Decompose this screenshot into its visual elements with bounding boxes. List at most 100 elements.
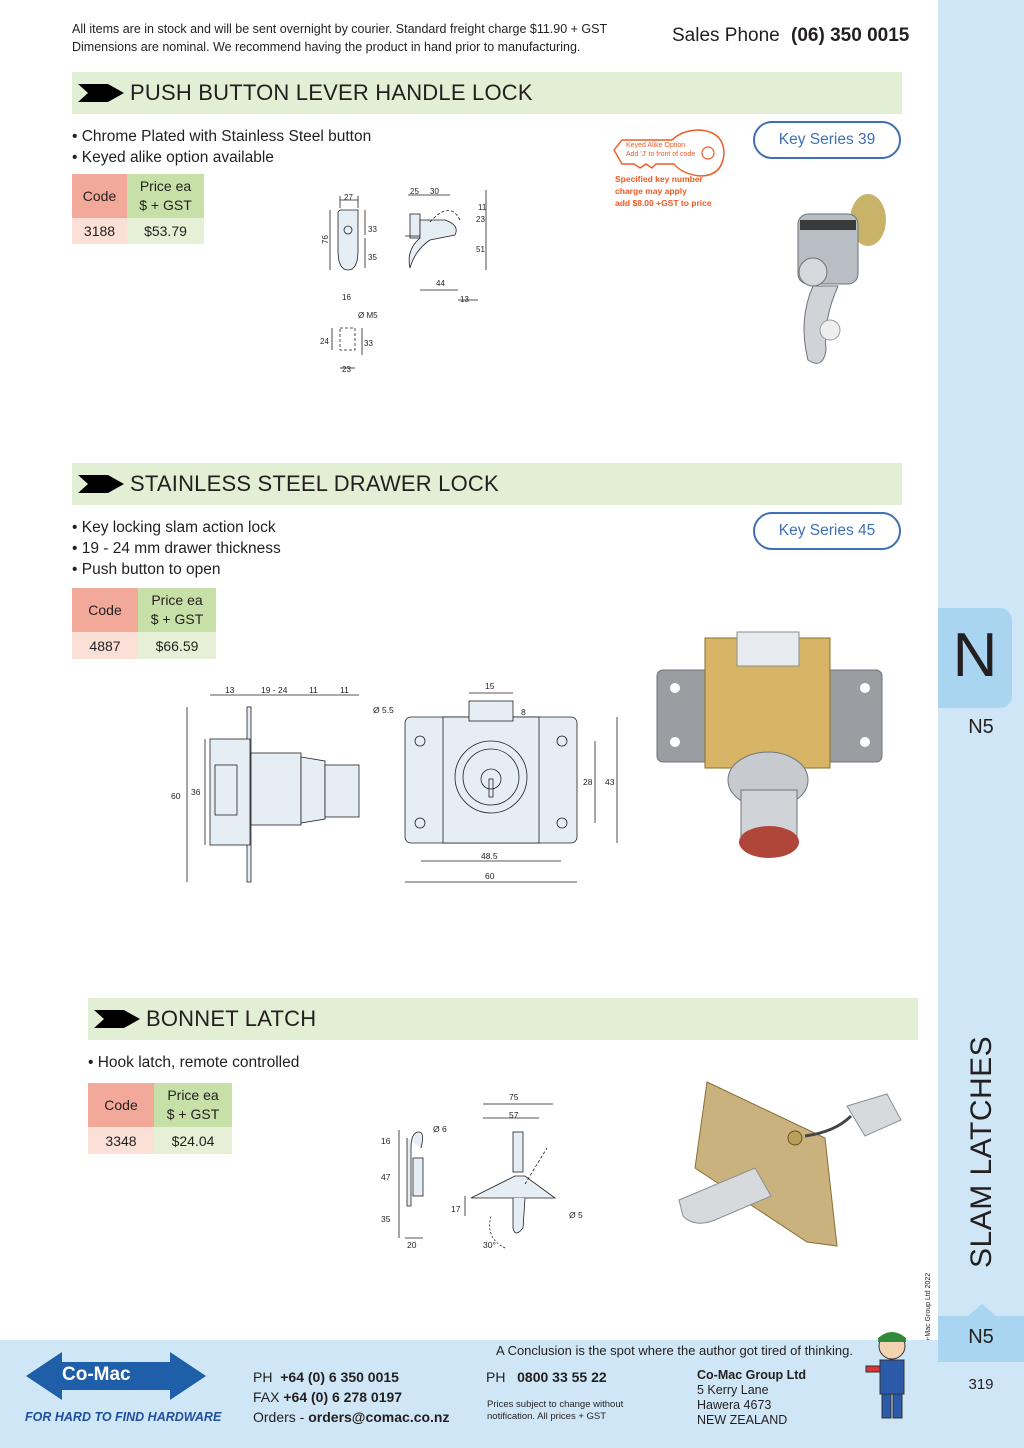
feature-list: • Key locking slam action lock • 19 - 24… <box>72 517 281 580</box>
feature-list: • Hook latch, remote controlled <box>88 1052 299 1073</box>
product-code[interactable]: 3188 <box>72 218 127 244</box>
drawer-lock-photo <box>656 631 883 858</box>
prices-note: Prices subject to change without notific… <box>487 1399 624 1422</box>
section-title: PUSH BUTTON LEVER HANDLE LOCK <box>130 80 533 105</box>
dim-label: 35 <box>381 1214 391 1224</box>
price-header: Price ea$ + GST <box>154 1083 232 1127</box>
dim-label: Ø 5.5 <box>373 705 394 715</box>
dim-label: 30° <box>483 1240 496 1250</box>
product-price: $66.59 <box>138 632 216 659</box>
dim-label: 48.5 <box>481 851 498 861</box>
side-strip <box>938 0 1024 1448</box>
dim-label: 30 <box>430 187 439 196</box>
bottom-tab-code: N5 <box>968 1326 994 1348</box>
feature-item: • Keyed alike option available <box>72 149 274 166</box>
dim-label: 60 <box>485 871 495 881</box>
arrow-icon <box>78 84 124 102</box>
dim-label: 35 <box>368 253 377 262</box>
bottom-tab <box>938 1316 1024 1362</box>
orders-email[interactable]: orders@comac.co.nz <box>308 1409 450 1425</box>
dim-label: 75 <box>509 1092 519 1102</box>
company-name: Co-Mac Group Ltd <box>697 1368 807 1382</box>
contact-column: PH +64 (0) 6 350 0015 FAX +64 (0) 6 278 … <box>253 1367 450 1427</box>
notice-line-1: All items are in stock and will be sent … <box>72 22 608 36</box>
dim-label: 43 <box>605 777 615 787</box>
dim-label: 60 <box>171 791 181 801</box>
feature-item: • Push button to open <box>72 561 221 578</box>
dim-label: Ø M5 <box>358 311 378 320</box>
dim-label: 13 <box>225 685 235 695</box>
dim-label: 11 <box>309 685 318 695</box>
drawer-lock-drawing: 13 19 - 24 11 11 60 36 15 Ø 5.5 8 28 43 … <box>171 681 618 883</box>
section-tab-code: N5 <box>968 716 994 738</box>
dim-label: 16 <box>381 1136 391 1146</box>
logo-tagline: FOR HARD TO FIND HARDWARE <box>25 1410 222 1424</box>
product-price: $53.79 <box>127 218 204 244</box>
dim-label: 15 <box>485 681 495 691</box>
logo-text: Co-Mac <box>62 1364 131 1385</box>
sales-phone-label: Sales Phone <box>672 25 780 46</box>
dim-label: 11 <box>478 203 487 212</box>
footer-band <box>0 1340 938 1448</box>
section-title: STAINLESS STEEL DRAWER LOCK <box>130 471 499 496</box>
keyed-alike-key-text: Keyed Alike Option Add 'J' to front of c… <box>626 142 696 158</box>
company-address: Co-Mac Group Ltd 5 Kerry Lane Hawera 467… <box>697 1368 807 1427</box>
dim-label: 28 <box>583 777 593 787</box>
dim-label: 47 <box>381 1172 391 1182</box>
mascot-icon <box>865 1332 906 1419</box>
phone-number[interactable]: +64 (0) 6 350 0015 <box>280 1369 399 1385</box>
dim-label: 33 <box>368 225 377 234</box>
phone-label: PH <box>253 1369 273 1385</box>
dim-label: 44 <box>436 279 445 288</box>
dim-label: 36 <box>191 787 201 797</box>
key-icon <box>613 129 725 177</box>
sales-phone[interactable]: Sales Phone (06) 350 0015 <box>672 25 909 47</box>
dim-label: 8 <box>521 707 526 717</box>
dim-label: 33 <box>364 339 373 348</box>
category-label: SLAM LATCHES <box>965 1035 998 1268</box>
keyed-alike-note: Specified key number charge may apply ad… <box>615 174 712 208</box>
dim-label: 13 <box>460 295 469 304</box>
dim-label: 24 <box>320 337 329 346</box>
freephone-number[interactable]: 0800 33 55 22 <box>517 1369 607 1385</box>
dim-label: Ø 5 <box>569 1210 583 1220</box>
code-header: Code <box>88 1083 154 1127</box>
feature-item: • Chrome Plated with Stainless Steel but… <box>72 128 372 145</box>
feature-item: • 19 - 24 mm drawer thickness <box>72 540 281 557</box>
product-code[interactable]: 4887 <box>72 632 138 659</box>
dim-label: 20 <box>407 1240 417 1250</box>
dim-label: 57 <box>509 1110 519 1120</box>
stock-notice: All items are in stock and will be sent … <box>72 20 607 56</box>
bonnet-latch-photo <box>678 1081 902 1247</box>
feature-item: • Key locking slam action lock <box>72 519 276 536</box>
comac-logo-icon <box>26 1352 206 1400</box>
key-series-badge[interactable]: Key Series 45 <box>753 512 901 550</box>
bottom-tab-notch <box>968 1304 996 1316</box>
section-header-bar <box>88 998 918 1040</box>
dim-label: 17 <box>451 1204 461 1214</box>
bonnet-latch-drawing: 16 Ø 6 47 35 20 75 57 17 Ø 5 30° <box>381 1092 583 1250</box>
product-code[interactable]: 3348 <box>88 1127 154 1154</box>
code-header: Code <box>72 588 138 632</box>
notice-line-2: Dimensions are nominal. We recommend hav… <box>72 40 581 54</box>
page-number: 319 <box>968 1376 994 1393</box>
sales-phone-number: (06) 350 0015 <box>791 25 910 46</box>
footer-quote: A Conclusion is the spot where the autho… <box>496 1343 853 1358</box>
arrow-icon <box>78 475 124 493</box>
section-header-bar <box>72 72 902 114</box>
dim-label: 11 <box>340 685 349 695</box>
dim-label: 51 <box>476 245 485 254</box>
dim-label: 27 <box>344 193 353 202</box>
price-table: Code Price ea$ + GST 3188 $53.79 <box>72 174 204 244</box>
code-header: Code <box>72 174 127 218</box>
dim-label: 23 <box>476 215 485 224</box>
price-table: Code Price ea$ + GST 4887 $66.59 <box>72 588 216 659</box>
section-tab[interactable] <box>938 608 1012 708</box>
dim-label: 76 <box>321 235 330 244</box>
price-header: Price ea$ + GST <box>127 174 204 218</box>
freephone-label: PH <box>486 1369 506 1385</box>
price-header: Price ea$ + GST <box>138 588 216 632</box>
lever-lock-photo <box>797 194 886 364</box>
key-series-badge[interactable]: Key Series 39 <box>753 121 901 159</box>
feature-item: • Hook latch, remote controlled <box>88 1054 300 1071</box>
